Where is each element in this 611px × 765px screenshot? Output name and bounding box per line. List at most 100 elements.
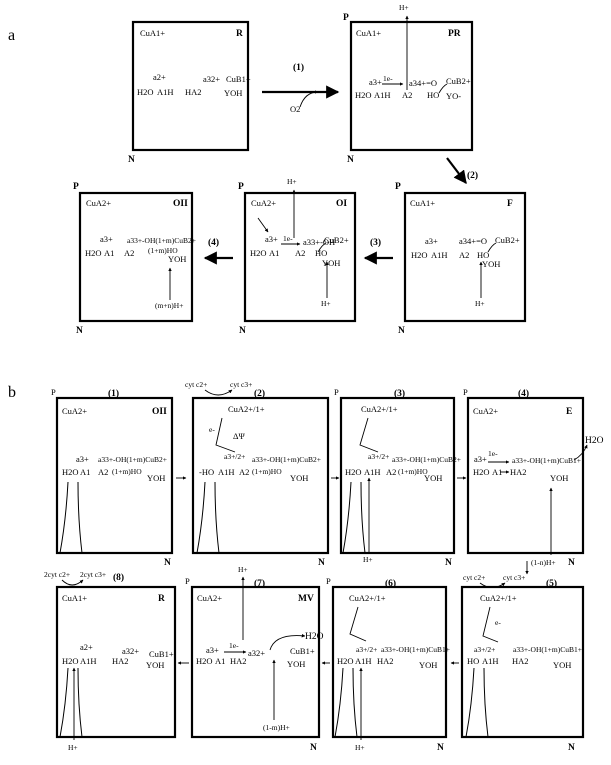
p-side-label: P: [238, 182, 244, 192]
p-side-label: P: [463, 387, 468, 397]
ho-label: (1+m)HO: [112, 467, 142, 476]
step-number: (2): [254, 388, 265, 399]
ho-label: (1+m)HO: [252, 467, 282, 476]
cua-label: CuA1+: [356, 28, 381, 38]
step-3-arrow: (3): [363, 237, 393, 265]
yo-label: YO-: [446, 91, 461, 101]
n-side-label: N: [239, 326, 246, 336]
ha2-label: HA2: [510, 467, 527, 477]
n-side-label: N: [128, 155, 135, 165]
step-1-label: (1): [293, 62, 304, 73]
step-4-arrow: (4): [203, 237, 233, 265]
water-out-label: H2O: [305, 632, 324, 642]
electron-label: e-: [209, 425, 215, 434]
cyt-c-oxidized-label: 2cyt c3+: [80, 570, 106, 579]
step-2-label: (2): [467, 170, 478, 181]
cua-label: CuA2+: [197, 593, 222, 603]
state-name: PR: [448, 29, 461, 39]
heme-a-label: a3+/2+: [368, 452, 389, 461]
a3-hydroxo-label: a33+-OH(1+m)CuB1+: [513, 645, 582, 654]
heme-a-label: a3+: [100, 234, 113, 244]
yoh-label: YOH: [553, 660, 571, 670]
yoh-label: YOH: [146, 660, 164, 670]
ho-label: (1+m)HO: [398, 467, 428, 476]
a3-hydroxo-label: a33+-OH(1+m)CuB2+: [252, 455, 321, 464]
cua-label: CuA2+/1+: [480, 593, 517, 603]
state-f: P CuA1+ F a3+ a34+=O CuB2+ H2O A1H A2 HO…: [395, 182, 527, 336]
a2-label: A2: [98, 467, 108, 477]
n-side-label: N: [437, 743, 444, 753]
n-side-label: N: [76, 326, 83, 336]
heme-a3-label: a32+: [122, 646, 139, 656]
b-state-5: cyt c2+ cyt c3+ (5) CuA2+/1+ e- a3+/2+ a…: [460, 573, 585, 753]
state-pr: P H+ CuA1+ PR a3+ 1e- a34+=O CuB2+ H2O A…: [343, 3, 474, 165]
heme-a-label: a2+: [153, 72, 166, 82]
a3-hydroxo-label: a33+-OH(1+m)CuB1+: [512, 456, 581, 465]
cua-label: CuA1+: [140, 28, 165, 38]
heme-a-label: a3+: [474, 454, 487, 464]
a1h-label: A1H: [431, 250, 448, 260]
ha2-label: HA2: [230, 656, 247, 666]
a1-label: A1: [215, 656, 225, 666]
yoh-label: YOH: [322, 258, 340, 268]
step-1-arrow: (1) O2: [262, 62, 340, 114]
h2o-label: H2O: [85, 248, 102, 258]
a3-hydroxo-label: a33+-OH: [303, 237, 335, 247]
proton-out-label: H+: [399, 3, 409, 12]
membrane-potential-label: ΔΨ: [233, 431, 245, 441]
yoh-label: YOH: [424, 473, 442, 483]
a2-label: A2: [402, 90, 412, 100]
state-name: R: [236, 29, 243, 39]
b-state-8: 2cyt c2+ 2cyt c3+ (8) CuA1+ R a2+ a32+ H…: [44, 570, 177, 752]
yoh-label: YOH: [287, 659, 305, 669]
step-2-arrow: (2): [446, 157, 478, 185]
a1h-label: A1H: [355, 656, 372, 666]
proton-in-label: H+: [68, 743, 78, 752]
electron-label: 1e-: [229, 641, 239, 650]
proton-in-label: (m+n)H+: [155, 301, 183, 310]
proton-in-label: H+: [363, 555, 373, 564]
step-4-label: (4): [208, 237, 219, 248]
p-side-label: P: [334, 387, 339, 397]
state-name: OII: [152, 407, 167, 417]
ho-label: HO: [427, 90, 439, 100]
n-side-label: N: [164, 558, 171, 568]
step-number: (6): [385, 578, 396, 589]
state-oi: P H+ CuA2+ OI a3+ 1e- a33+-OH CuB2+ H2O …: [238, 177, 357, 336]
ha2-label: HA2: [185, 87, 202, 97]
state-name: OII: [173, 199, 188, 209]
cyt-c-oxidized-label: cyt c3+: [230, 380, 252, 389]
state-oii: P CuA2+ OII a3+ a33+-OH(1+m)CuB2+ H2O A1…: [73, 182, 196, 336]
p-side-label: P: [185, 576, 190, 586]
water-out-label: H2O: [585, 436, 604, 446]
h2o-label: H2O: [250, 248, 267, 258]
ha2-label: HA2: [512, 656, 529, 666]
heme-a-label: a3+/2+: [474, 645, 495, 654]
a2-label: A2: [239, 467, 249, 477]
proton-in-label: H+: [355, 743, 365, 752]
a1h-label: A1H: [157, 87, 174, 97]
ho-label: HO: [467, 656, 479, 666]
h2o-label: H2O: [137, 87, 154, 97]
p-side-label: P: [73, 182, 79, 192]
p-side-label: P: [51, 387, 56, 397]
proton-in-label: H+: [475, 299, 485, 308]
h2o-label: H2O: [345, 467, 362, 477]
a2-label: A2: [386, 467, 396, 477]
proton-in-label: (1-m)H+: [263, 723, 290, 732]
h2o-label: H2O: [62, 467, 79, 477]
a1h-label: A1H: [364, 467, 381, 477]
cub-label: CuB1+: [149, 649, 174, 659]
step-number: (1): [108, 388, 119, 399]
ho-label: HO: [315, 248, 327, 258]
ho-label: HO: [477, 250, 489, 260]
h2o-label: H2O: [196, 656, 213, 666]
ho-label: (1+m)HO: [148, 246, 178, 255]
cua-label: CuA2+/1+: [361, 404, 398, 414]
proton-out-label: H+: [238, 565, 248, 574]
yoh-label: YOH: [550, 473, 568, 483]
p-side-label: P: [395, 182, 401, 192]
h2o-label: H2O: [62, 656, 79, 666]
b-state-7: P H+ (7) CuA2+ MV a3+ 1e- a32+ H2O H2O A…: [185, 565, 324, 753]
cyt-c-reduced-label: 2cyt c2+: [44, 570, 70, 579]
